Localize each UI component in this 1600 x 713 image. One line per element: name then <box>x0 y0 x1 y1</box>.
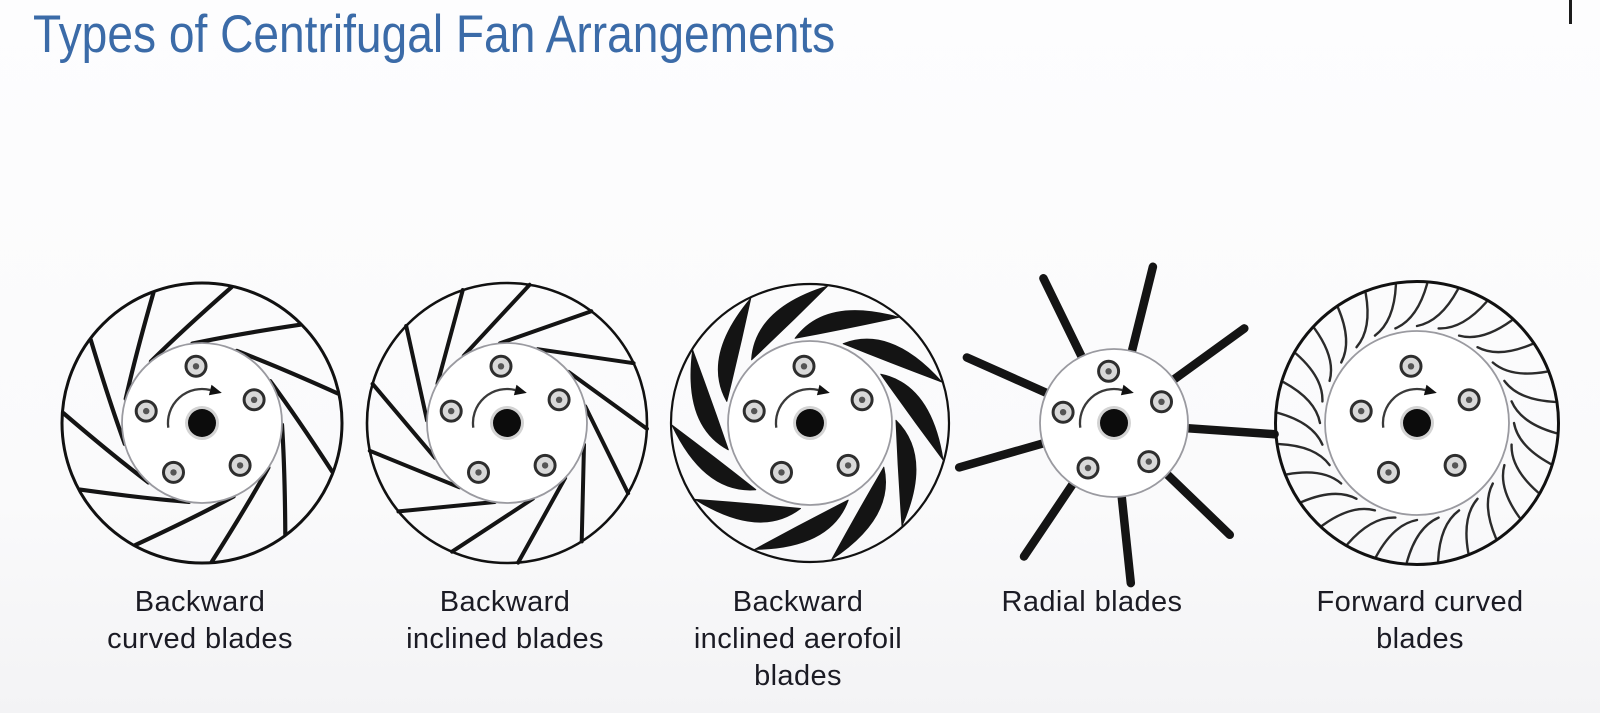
fan-figure-backward-curved <box>32 253 372 593</box>
rotation-arrow-icon <box>1381 384 1437 428</box>
hub <box>121 342 283 504</box>
bolt-icon <box>184 354 208 378</box>
rotation-arrow-icon <box>166 384 222 428</box>
fan-diagram-backward-inclined-aerofoil <box>669 282 951 564</box>
bolt-icon <box>533 453 557 477</box>
bolt-icon <box>770 460 793 484</box>
fan-label-line: Backward <box>134 586 266 618</box>
fan-label-radial: Radial blades <box>902 584 1282 621</box>
impeller-rim <box>365 281 649 565</box>
fan-diagram-backward-curved <box>60 281 344 565</box>
bolt-icon <box>850 388 874 412</box>
bolt-icon <box>792 354 816 378</box>
bolt-icon <box>836 453 860 477</box>
shaft-center <box>493 409 521 437</box>
shaft-center <box>796 409 824 437</box>
fan-label-backward-inclined: Backward inclined blades <box>315 584 695 658</box>
hub <box>426 342 588 504</box>
shaft-center <box>1403 409 1431 437</box>
fan-label-forward-curved: Forward curved blades <box>1230 584 1600 658</box>
bolt-icon <box>1457 388 1481 412</box>
impeller-rim <box>1274 280 1560 566</box>
bolt-icon <box>1051 400 1075 424</box>
fan-diagram-backward-inclined <box>365 281 649 565</box>
fan-label-backward-inclined-aerofoil: Backward inclined aerofoil blades <box>608 584 988 695</box>
text-cursor-mark <box>1569 0 1572 24</box>
rotation-arrow-icon <box>1078 384 1134 428</box>
shaft-center <box>188 409 216 437</box>
bolt-icon <box>439 399 463 423</box>
fan-label-line: curved blades <box>107 623 293 655</box>
fan-label-line: blades <box>1376 623 1464 655</box>
bolt-icon <box>134 399 158 423</box>
page-title: Types of Centrifugal Fan Arrangements <box>33 5 836 64</box>
fan-label-line: Backward <box>732 586 864 618</box>
fan-figure-backward-inclined-aerofoil <box>640 253 980 593</box>
fan-label-line: Backward <box>439 586 571 618</box>
fan-figure-forward-curved <box>1247 253 1587 593</box>
bolt-icon <box>1097 359 1121 383</box>
bolt-icon <box>228 453 252 477</box>
impeller-rim <box>669 282 951 564</box>
bolt-icon <box>742 399 766 423</box>
fan-figure-radial <box>944 253 1284 593</box>
fan-diagram-forward-curved <box>1274 280 1560 566</box>
fan-label-backward-curved: Backward curved blades <box>10 584 390 658</box>
rotation-arrow-icon <box>471 384 527 428</box>
hub <box>1324 330 1510 516</box>
fan-diagram-radial <box>954 262 1279 588</box>
bolt-icon <box>1349 399 1373 423</box>
bolt-icon <box>1377 460 1400 484</box>
fan-label-line: Radial blades <box>1001 586 1183 618</box>
bolt-icon <box>1399 354 1423 378</box>
bolt-icon <box>162 460 185 484</box>
bolt-icon <box>1137 450 1161 474</box>
bolt-icon <box>242 388 266 412</box>
bolt-icon <box>1150 390 1173 414</box>
hub <box>1039 348 1189 498</box>
rotation-arrow-icon <box>774 384 830 428</box>
bolt-icon <box>1443 453 1467 477</box>
impeller-rim <box>60 281 344 565</box>
bolt-icon <box>1076 456 1100 480</box>
bolt-icon <box>467 460 490 484</box>
bolt-icon <box>547 388 571 412</box>
fan-label-line: inclined aerofoil <box>693 623 903 655</box>
shaft-center <box>1100 409 1128 437</box>
bolt-icon <box>489 354 513 378</box>
fan-label-line: blades <box>754 660 842 692</box>
fan-label-line: Forward curved <box>1316 586 1524 618</box>
fan-label-line: inclined blades <box>406 623 604 655</box>
fan-figure-backward-inclined <box>337 253 677 593</box>
hub <box>727 340 893 506</box>
